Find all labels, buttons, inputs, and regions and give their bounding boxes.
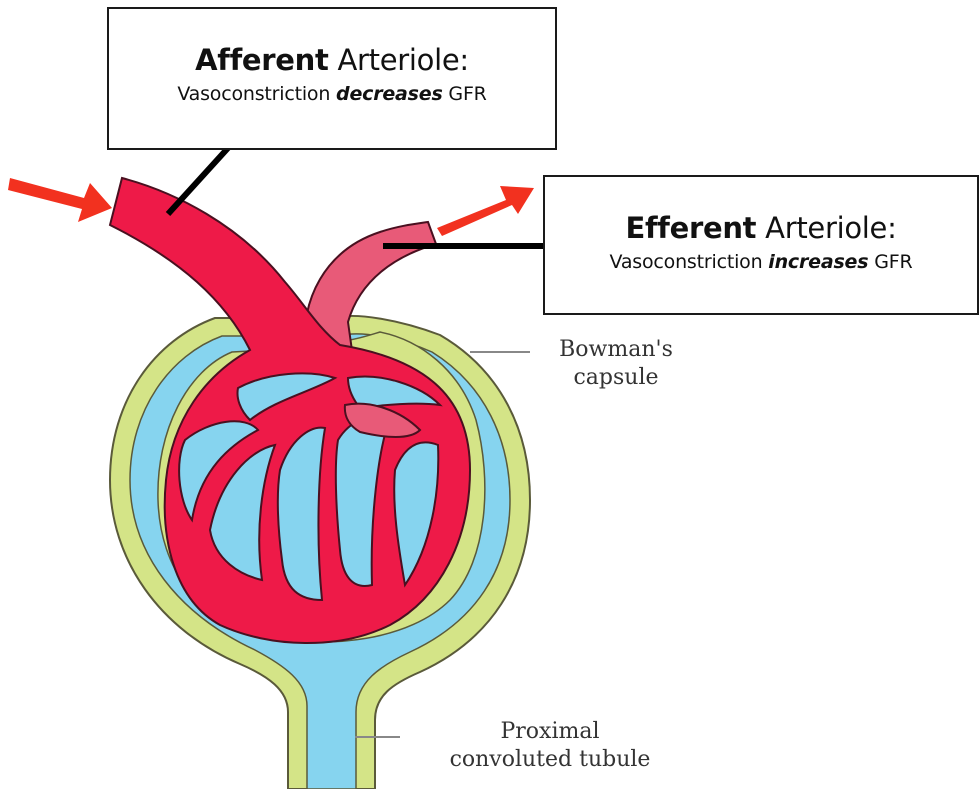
afferent-flow-arrow-icon [8,178,112,222]
bowman-label-line2: capsule [541,364,691,392]
efferent-description: Vasoconstriction increases GFR [545,251,977,273]
afferent-arteriole-callout: Afferent Arteriole: Vasoconstriction dec… [107,7,557,150]
efferent-sub-pre: Vasoconstriction [610,251,769,273]
afferent-title-rest: Arteriole: [329,43,469,77]
afferent-sub-emphasis: decreases [336,83,443,105]
afferent-sub-post: GFR [443,83,487,105]
pct-label-line2: convoluted tubule [400,746,700,774]
afferent-sub-pre: Vasoconstriction [177,83,336,105]
afferent-arrow-shape [8,178,112,222]
efferent-sub-post: GFR [868,251,912,273]
afferent-title: Afferent Arteriole: [109,43,555,77]
efferent-arrow-shape [437,186,534,236]
efferent-title-bold: Efferent [625,211,756,245]
proximal-convoluted-tubule-label: Proximal convoluted tubule [400,718,700,774]
bowman-label-line1: Bowman's [541,336,691,364]
afferent-title-bold: Afferent [195,43,328,77]
pct-label-line1: Proximal [400,718,700,746]
bowmans-capsule-label: Bowman's capsule [541,336,691,392]
efferent-title: Efferent Arteriole: [545,211,977,245]
afferent-leader-line [168,148,228,214]
efferent-title-rest: Arteriole: [756,211,896,245]
efferent-arteriole-callout: Efferent Arteriole: Vasoconstriction inc… [543,175,979,315]
afferent-description: Vasoconstriction decreases GFR [109,83,555,105]
efferent-flow-arrow-icon [437,186,534,236]
efferent-sub-emphasis: increases [768,251,868,273]
